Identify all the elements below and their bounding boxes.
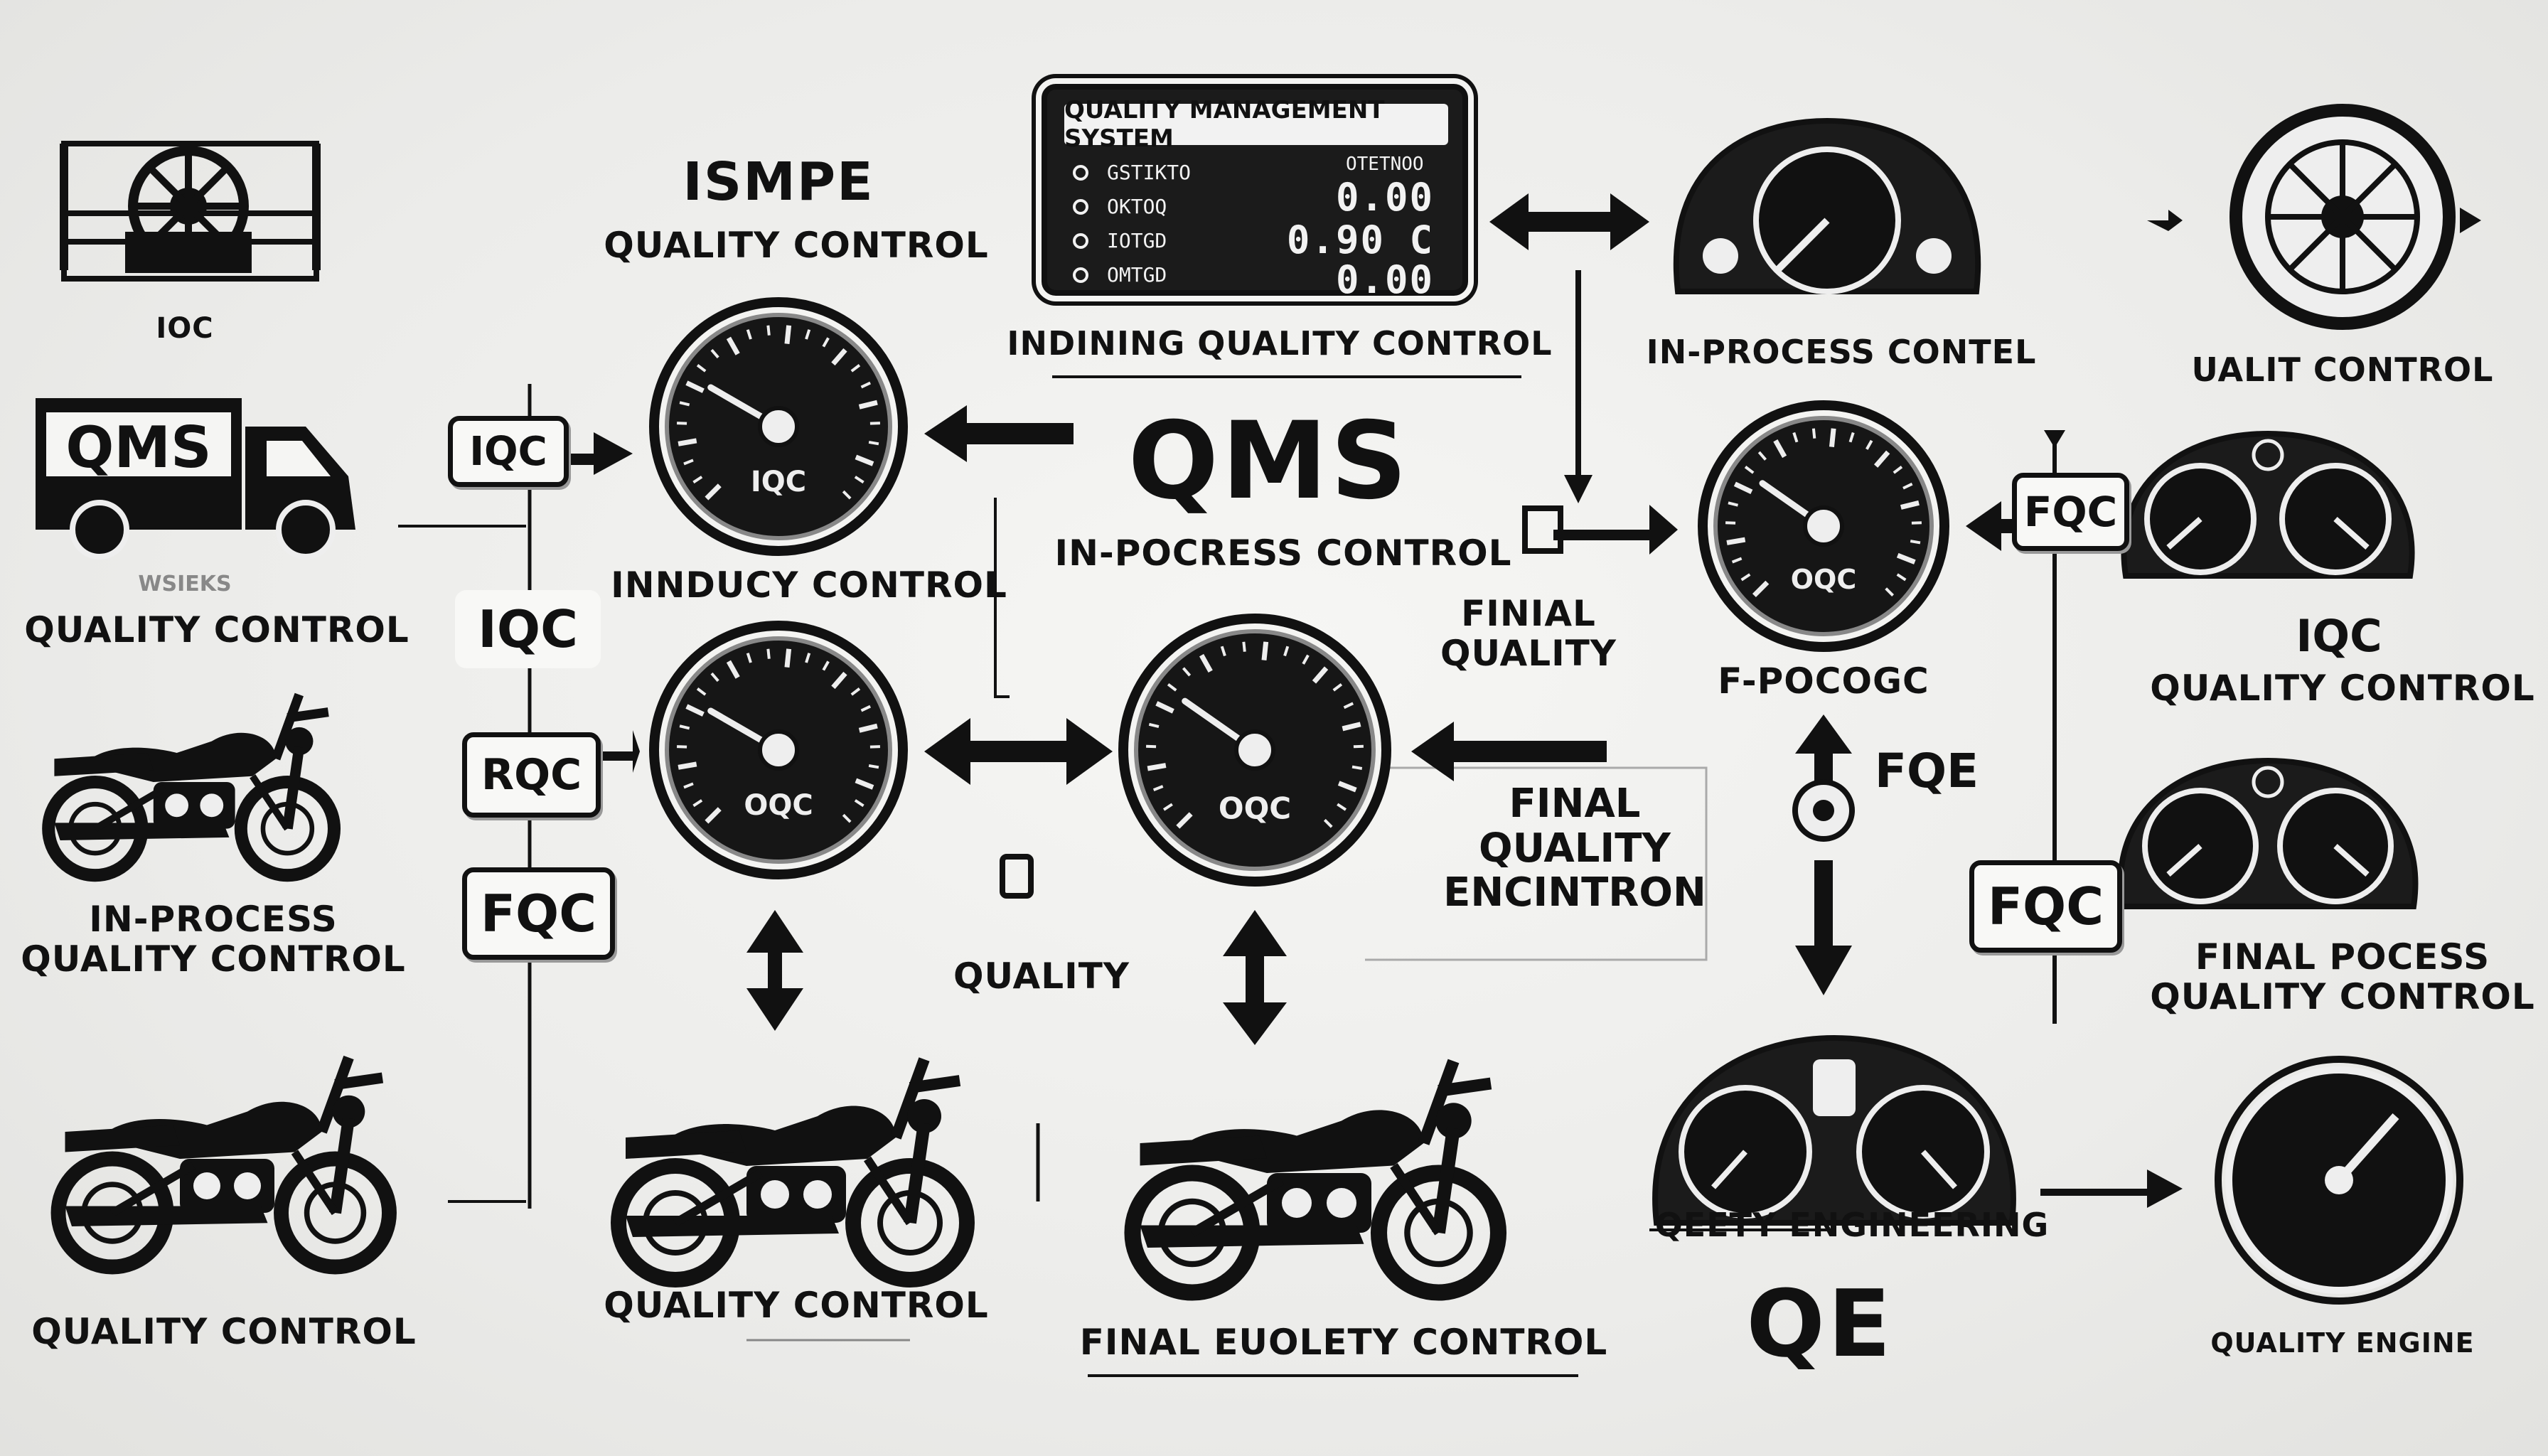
panel-value: 0.90 C bbox=[1286, 218, 1434, 262]
label-truck-caption: WSIEKS bbox=[138, 572, 232, 596]
label-quality-control-top: QUALITY CONTROL bbox=[604, 225, 989, 266]
motorcycle-icon bbox=[1133, 1061, 1499, 1293]
panel-title: QUALITY MANAGEMENT SYSTEM bbox=[1064, 96, 1448, 153]
rqc-box: RQC bbox=[462, 732, 601, 818]
label-innducy: INNDUCY CONTROL bbox=[611, 564, 1007, 606]
connector-icon bbox=[1000, 505, 1563, 899]
label-ioc: IOC bbox=[156, 312, 214, 345]
motorcycle-icon bbox=[48, 695, 334, 875]
label-f-pocogc: F-POCOGC bbox=[1718, 660, 1929, 702]
panel-row: IOTGD bbox=[1073, 229, 1167, 252]
panel-value: 0.00 bbox=[1335, 175, 1434, 220]
qms-panel: QUALITY MANAGEMENT SYSTEM GSTIKTO OKTOQ … bbox=[1042, 84, 1468, 302]
fqc-box-right: FQC bbox=[1969, 860, 2122, 953]
label-quality-control-right: QUALITY CONTROL bbox=[2150, 668, 2535, 709]
label-fqe: FQE bbox=[1874, 744, 1979, 798]
panel-side-label: OTETNOO bbox=[1346, 154, 1424, 175]
sensor-icon bbox=[1792, 779, 1855, 842]
panel-value: 0.00 bbox=[1335, 257, 1434, 302]
label-finial-quality: FINIAL QUALITY bbox=[1440, 593, 1617, 674]
panel-row: OKTOQ bbox=[1073, 195, 1167, 218]
truck-icon bbox=[36, 398, 355, 560]
label-in-process-qc: IN-PROCESS QUALITY CONTROL bbox=[21, 899, 406, 980]
dashboard-icon bbox=[1652, 1034, 2016, 1226]
label-qeety: QEETY ENGINEERING bbox=[1654, 1206, 2050, 1244]
label-quality-control-bl: QUALITY CONTROL bbox=[31, 1311, 417, 1352]
gauge-icon: OQC bbox=[1118, 614, 1391, 887]
status-dot-icon bbox=[1073, 198, 1088, 215]
qms-heading: QMS bbox=[1128, 400, 1410, 523]
gauge-label: OQC bbox=[1791, 564, 1857, 595]
iqc-small-box: IQC bbox=[448, 416, 569, 487]
gauge-label: IQC bbox=[751, 466, 806, 498]
label-in-pocress: IN-POCRESS CONTROL bbox=[1054, 532, 1512, 574]
machine-icon bbox=[60, 141, 321, 282]
label-quality-control-bm: QUALITY CONTROL bbox=[604, 1285, 989, 1326]
gauge-icon: IQC bbox=[649, 297, 908, 556]
label-quality-engine: QUALITY ENGINE bbox=[2210, 1327, 2475, 1359]
dashboard-icon bbox=[2121, 430, 2415, 579]
gauge-icon: OQC bbox=[1698, 400, 1949, 652]
gauge-label: OQC bbox=[744, 789, 813, 822]
status-dot-icon bbox=[1073, 232, 1088, 249]
status-dot-icon bbox=[1073, 267, 1088, 283]
motorcycle-icon bbox=[619, 1059, 967, 1280]
truck-text: QMS bbox=[65, 414, 212, 481]
label-in-process-contel: IN-PROCESS CONTEL bbox=[1646, 333, 2037, 371]
fqc-box-left: FQC bbox=[462, 867, 615, 960]
gauge-icon: OQC bbox=[649, 621, 908, 879]
label-final-euolety: FINAL EUOLETY CONTROL bbox=[1079, 1322, 1608, 1363]
label-indining: INDINING QUALITY CONTROL bbox=[1007, 324, 1553, 363]
label-quality-control-left: QUALITY CONTROL bbox=[24, 609, 410, 651]
connectors bbox=[398, 210, 2168, 1377]
label-ualit: UALIT CONTROL bbox=[2191, 350, 2494, 389]
round-gauge-icon bbox=[2215, 1056, 2463, 1305]
label-final-pocess: FINAL POCESS QUALITY CONTROL bbox=[2150, 936, 2535, 1017]
label-quality-mid: QUALITY bbox=[953, 956, 1130, 997]
qe-heading: QE bbox=[1746, 1270, 1894, 1378]
dashboard-icon bbox=[2117, 757, 2419, 909]
gauge-label: OQC bbox=[1219, 791, 1291, 825]
gauges: IQC OQC OQC OQC bbox=[649, 297, 1949, 887]
panel-row: GSTIKTO bbox=[1073, 161, 1191, 184]
fqc-box-right-top: FQC bbox=[2012, 473, 2129, 551]
arrows bbox=[565, 193, 2481, 1208]
label-final-quality-enc: FINAL QUALITY ENCINTRON bbox=[1443, 781, 1706, 916]
ismpe-heading: ISMPE bbox=[682, 151, 874, 213]
dashboard-icon bbox=[1673, 117, 1981, 294]
label-iqc-right: IQC bbox=[2296, 610, 2382, 662]
panel-row: OMTGD bbox=[1073, 263, 1167, 287]
iqc-box: IQC bbox=[455, 590, 601, 668]
status-dot-icon bbox=[1073, 164, 1088, 181]
motorcycle-icon bbox=[58, 1058, 390, 1268]
wheel-icon bbox=[2230, 104, 2456, 330]
